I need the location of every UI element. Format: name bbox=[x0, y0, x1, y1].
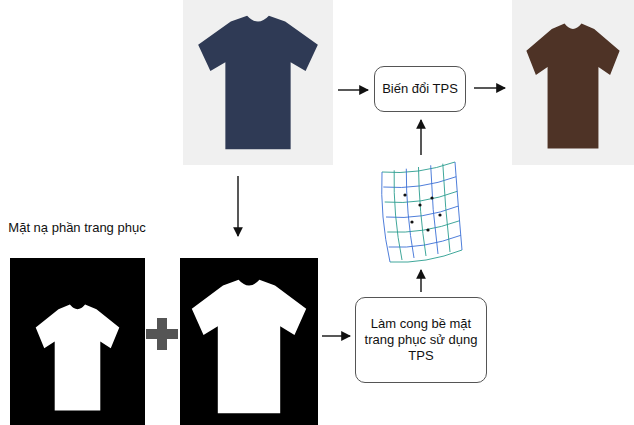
box-text: Làm cong bề mặt trang phục sử dụng TPS bbox=[362, 316, 480, 365]
process-box: Biến đổi TPS bbox=[374, 66, 466, 112]
navy-shirt bbox=[198, 16, 318, 149]
box-text: Biến đổi TPS bbox=[382, 81, 458, 97]
warp-grid bbox=[382, 162, 462, 262]
mask-image bbox=[180, 258, 318, 425]
plus-sign bbox=[157, 318, 167, 350]
brown-shirt bbox=[526, 23, 619, 148]
mask-image bbox=[10, 258, 145, 425]
photo-panel bbox=[512, 0, 634, 165]
process-box: Làm cong bề mặt trang phục sử dụng TPS bbox=[355, 297, 487, 383]
mask-shirt bbox=[192, 280, 306, 413]
mask-shirt bbox=[36, 305, 120, 411]
image-caption: Mặt nạ phần trang phục bbox=[2, 220, 152, 236]
photo-panel bbox=[183, 0, 333, 165]
